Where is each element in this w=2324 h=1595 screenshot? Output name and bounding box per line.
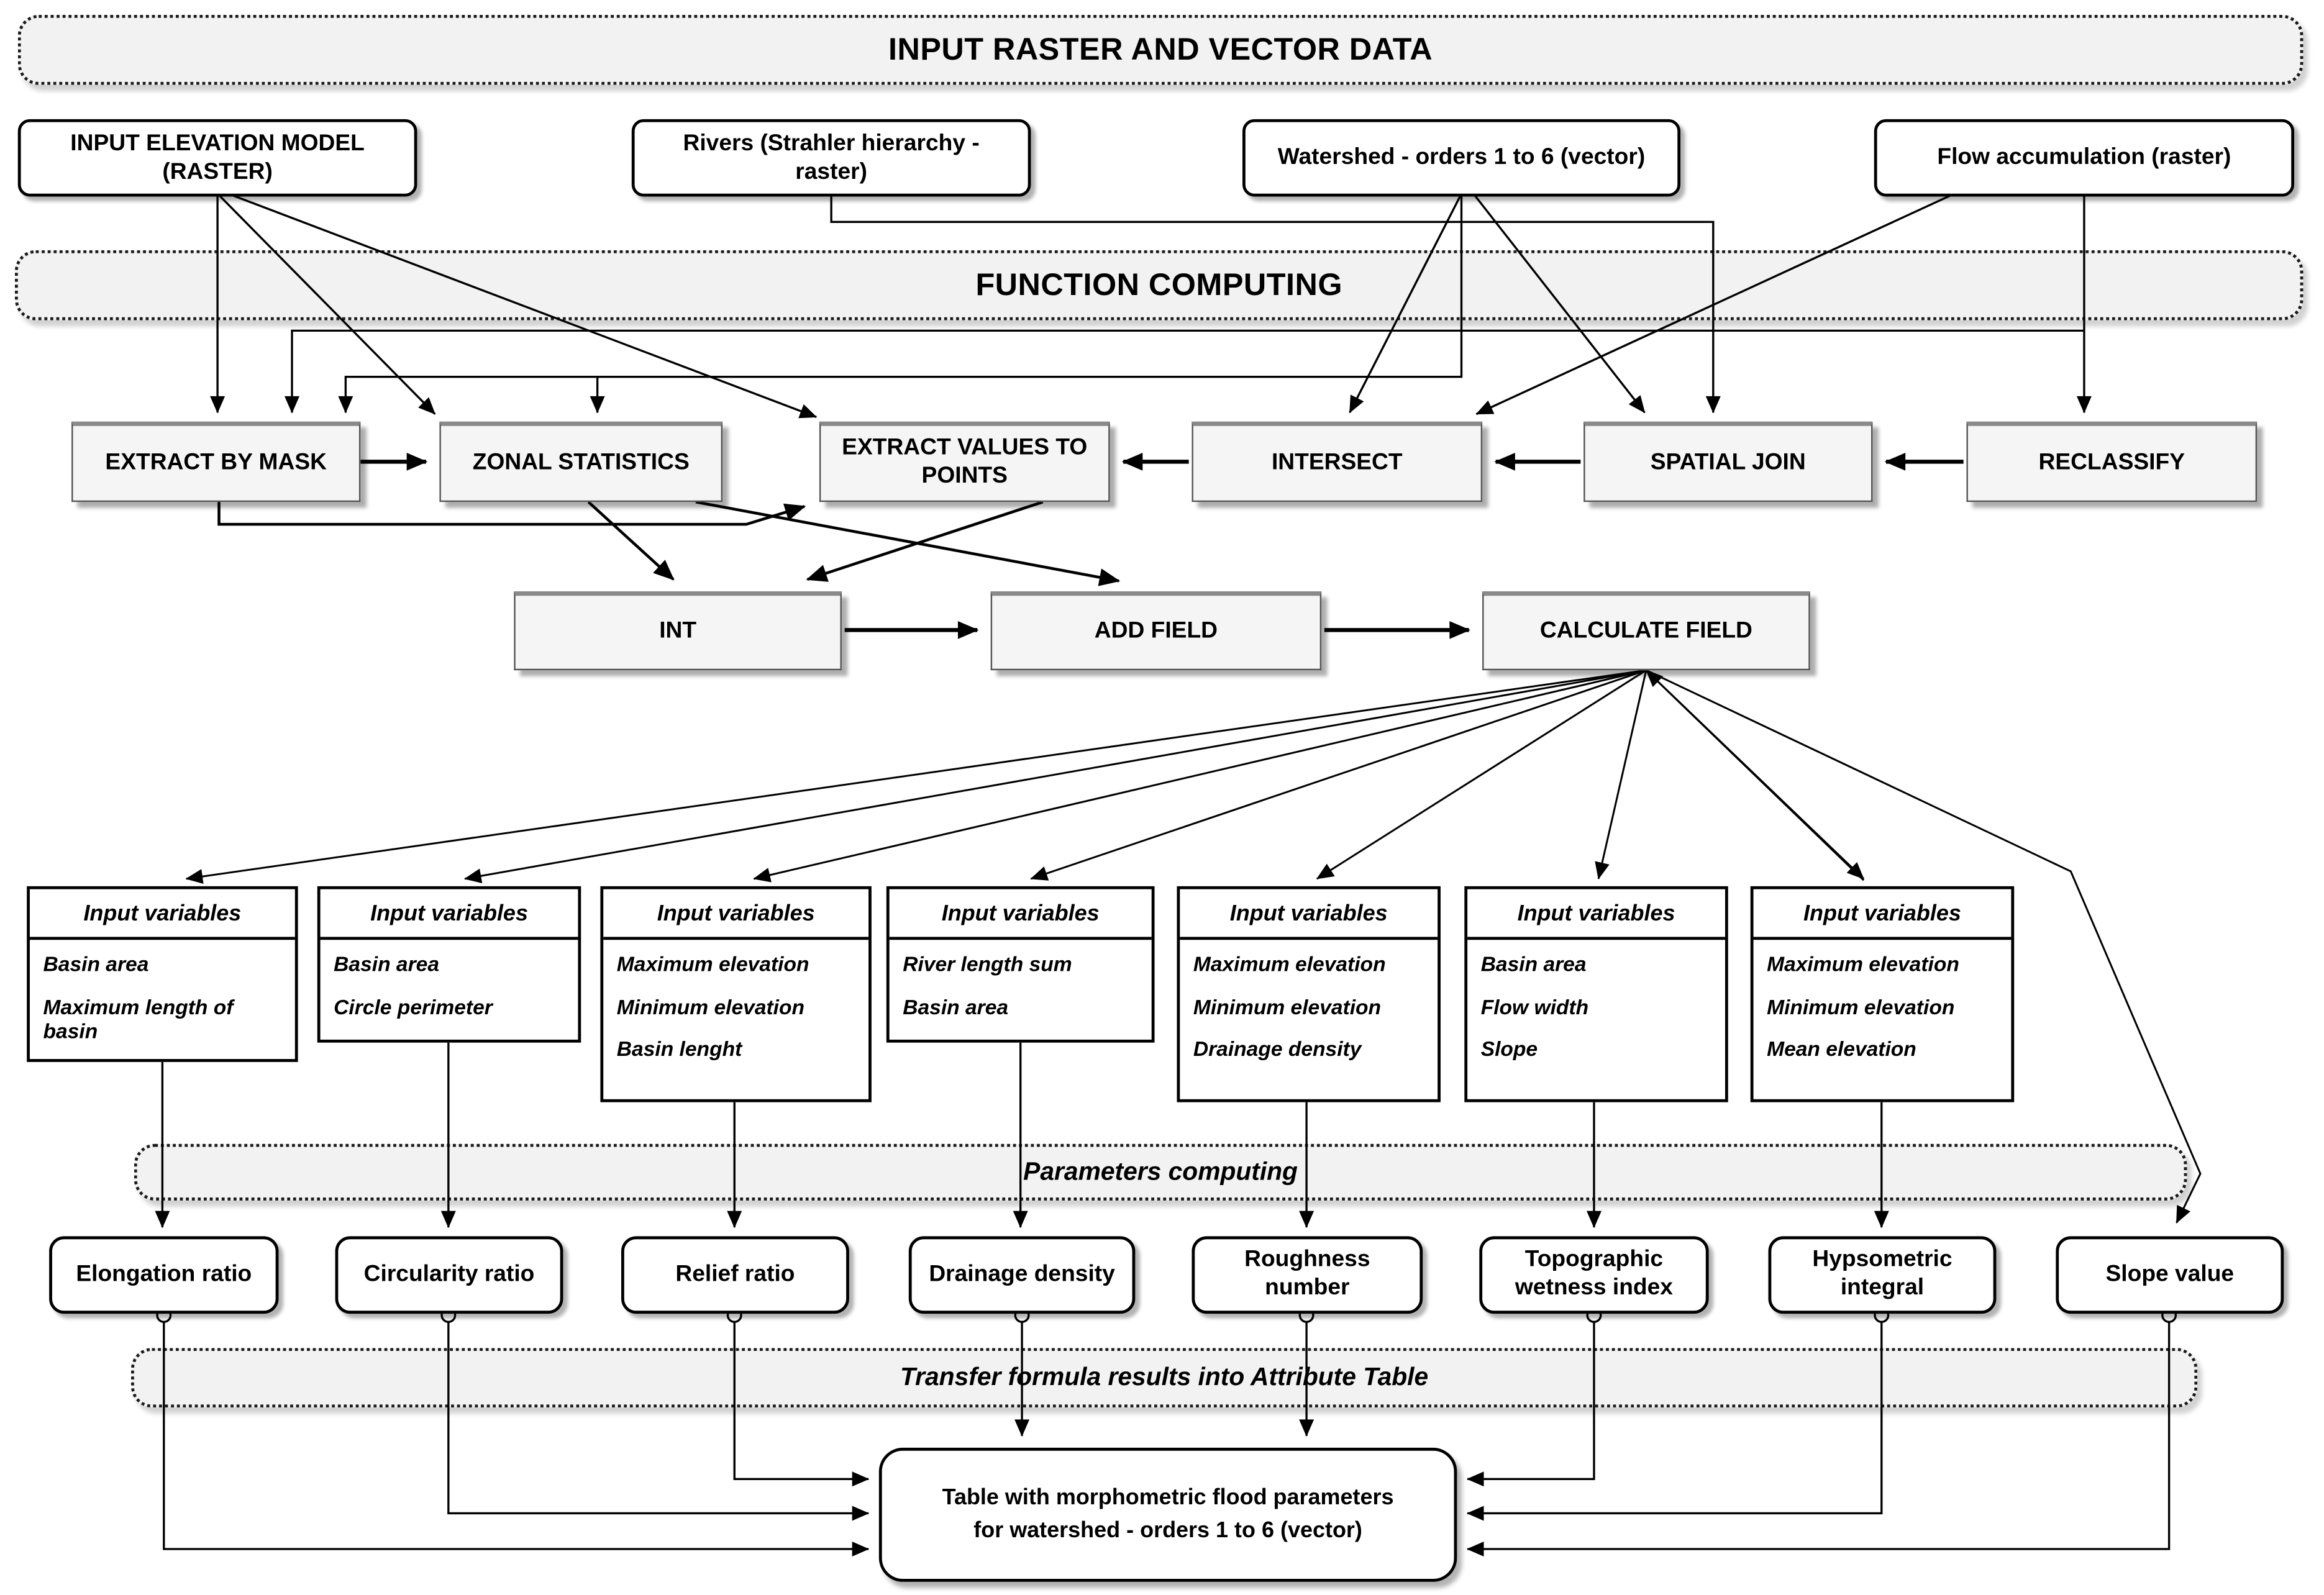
iv-item: Slope <box>1480 1037 1538 1061</box>
spatial-join-label: SPATIAL JOIN <box>1650 449 1806 475</box>
banner-transfer-label: Transfer formula results into Attribute … <box>900 1363 1429 1391</box>
iv-title: Input variables <box>889 889 1152 940</box>
iv-item: Basin area <box>334 952 440 976</box>
input-elevation-model-label: INPUT ELEVATION MODEL (RASTER) <box>70 130 365 185</box>
int-label: INT <box>659 618 697 644</box>
function-intersect: INTERSECT <box>1192 421 1483 502</box>
banner-input-raster-vector-data: INPUT RASTER AND VECTOR DATA <box>17 14 2303 85</box>
variables-wetness-group: Input variables Basin area Flow width Sl… <box>1464 886 1728 1102</box>
iv-item: Minimum elevation <box>1767 994 1955 1019</box>
relief-ratio-label: Relief ratio <box>675 1261 795 1287</box>
iv-item: Minimum elevation <box>1193 994 1382 1019</box>
iv-title: Input variables <box>1753 889 2012 940</box>
iv-item: Flow width <box>1480 994 1589 1019</box>
variables-drainage-group: Input variables River length sum Basin a… <box>886 886 1155 1043</box>
iv-title: Input variables <box>1467 889 1725 940</box>
input-elevation-model-box: INPUT ELEVATION MODEL (RASTER) <box>17 119 417 197</box>
iv-item: Drainage density <box>1193 1037 1362 1061</box>
variables-elongation-group: Input variables Basin area Maximum lengt… <box>27 886 298 1062</box>
add-field-label: ADD FIELD <box>1094 618 1218 644</box>
function-extract-by-mask: EXTRACT BY MASK <box>71 421 361 502</box>
roughness-number-label: Roughness number <box>1244 1247 1370 1301</box>
iv-item: Maximum elevation <box>616 952 809 976</box>
iv-item: Minimum elevation <box>616 994 805 1019</box>
input-flow-accumulation-label: Flow accumulation (raster) <box>1937 145 2231 171</box>
iv-item: Circle perimeter <box>334 994 493 1019</box>
parameter-elongation-ratio: Elongation ratio <box>49 1236 279 1314</box>
function-zonal-statistics: ZONAL STATISTICS <box>439 421 723 502</box>
iv-item: Maximum elevation <box>1767 952 1959 976</box>
function-spatial-join: SPATIAL JOIN <box>1584 421 1873 502</box>
input-rivers-box: Rivers (Strahler hierarchy - raster) <box>631 119 1031 197</box>
drainage-density-label: Drainage density <box>929 1261 1115 1287</box>
parameter-relief-ratio: Relief ratio <box>621 1236 849 1314</box>
iv-item: Basin area <box>43 952 149 976</box>
slope-value-label: Slope value <box>2105 1261 2235 1287</box>
reclassify-label: RECLASSIFY <box>2038 449 2185 475</box>
parameter-roughness-number: Roughness number <box>1192 1236 1423 1314</box>
extract-values-label: EXTRACT VALUES TO POINTS <box>842 435 1088 489</box>
banner-function-label: FUNCTION COMPUTING <box>975 267 1342 302</box>
hypsometric-integral-label: Hypsometric integral <box>1812 1247 1953 1301</box>
banner-input-label: INPUT RASTER AND VECTOR DATA <box>888 32 1433 66</box>
iv-item: Maximum length of basin <box>43 994 234 1043</box>
function-calculate-field: CALCULATE FIELD <box>1482 591 1810 671</box>
results-table-line1: Table with morphometric flood parameters <box>942 1485 1394 1511</box>
iv-item: Basin area <box>903 994 1009 1019</box>
banner-transfer-results: Transfer formula results into Attribute … <box>131 1348 2198 1408</box>
results-table-line2: for watershed - orders 1 to 6 (vector) <box>973 1517 1362 1543</box>
iv-item: River length sum <box>903 952 1072 976</box>
iv-item: Basin area <box>1480 952 1587 976</box>
variables-circularity-group: Input variables Basin area Circle perime… <box>317 886 581 1043</box>
iv-title: Input variables <box>603 889 869 940</box>
input-watershed-box: Watershed - orders 1 to 6 (vector) <box>1242 119 1681 197</box>
function-add-field: ADD FIELD <box>990 591 1322 671</box>
elongation-ratio-label: Elongation ratio <box>76 1261 252 1287</box>
function-reclassify: RECLASSIFY <box>1966 421 2258 502</box>
iv-item: Mean elevation <box>1767 1037 1916 1061</box>
extract-by-mask-label: EXTRACT BY MASK <box>105 449 327 475</box>
variables-roughness-group: Input variables Maximum elevation Minimu… <box>1177 886 1441 1102</box>
topographic-wetness-label: Topographic wetness index <box>1515 1247 1674 1301</box>
banner-parameters-computing: Parameters computing <box>134 1143 2187 1201</box>
function-int: INT <box>514 591 842 671</box>
input-flow-accumulation-box: Flow accumulation (raster) <box>1874 119 2295 197</box>
parameter-drainage-density: Drainage density <box>908 1236 1136 1314</box>
function-extract-values-to-points: EXTRACT VALUES TO POINTS <box>819 421 1110 502</box>
iv-title: Input variables <box>320 889 578 940</box>
iv-item: Basin lenght <box>616 1037 742 1061</box>
iv-title: Input variables <box>1180 889 1438 940</box>
variables-hypsometric-group: Input variables Maximum elevation Minimu… <box>1750 886 2015 1102</box>
circularity-ratio-label: Circularity ratio <box>363 1261 535 1287</box>
parameter-slope-value: Slope value <box>2056 1236 2284 1314</box>
input-rivers-label: Rivers (Strahler hierarchy - raster) <box>683 130 980 185</box>
intersect-label: INTERSECT <box>1271 449 1403 475</box>
input-watershed-label: Watershed - orders 1 to 6 (vector) <box>1277 145 1646 171</box>
parameter-circularity-ratio: Circularity ratio <box>335 1236 563 1314</box>
iv-title: Input variables <box>29 889 295 940</box>
parameter-hypsometric-integral: Hypsometric integral <box>1768 1236 1997 1314</box>
iv-item: Maximum elevation <box>1193 952 1386 976</box>
calculate-field-label: CALCULATE FIELD <box>1539 618 1752 644</box>
zonal-statistics-label: ZONAL STATISTICS <box>472 449 690 475</box>
banner-parameters-label: Parameters computing <box>1023 1157 1298 1186</box>
results-table-box: Table with morphometric flood parameters… <box>878 1447 1457 1582</box>
parameter-topographic-wetness-index: Topographic wetness index <box>1479 1236 1709 1314</box>
banner-function-computing: FUNCTION COMPUTING <box>14 250 2303 320</box>
variables-relief-group: Input variables Maximum elevation Minimu… <box>600 886 872 1102</box>
